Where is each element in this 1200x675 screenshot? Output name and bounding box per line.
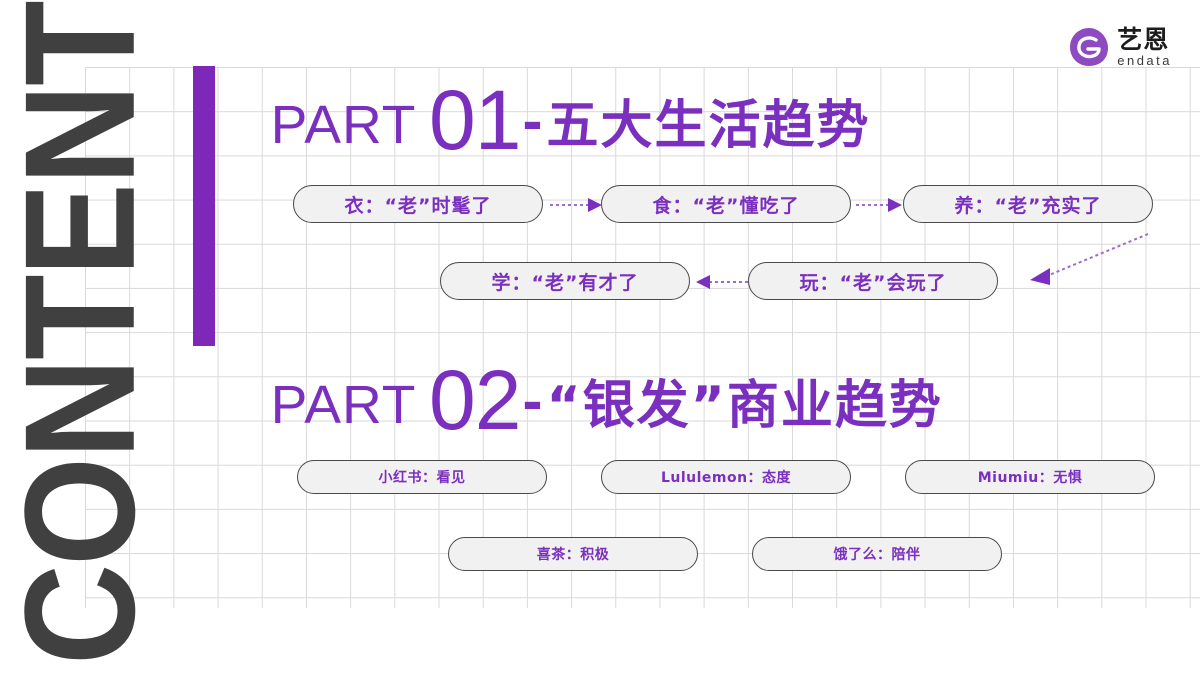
arrow-icon-clothing-to-food xyxy=(550,198,602,212)
trend-pill-play[interactable]: 玩：“老”会玩了 xyxy=(748,262,998,300)
side-title-content: CONTENT xyxy=(0,0,168,675)
logo-name-cn: 艺恩 xyxy=(1117,25,1170,54)
part-dash-1: - xyxy=(522,87,543,154)
section-heading-part-01: PART 01 - 五大生活趋势 xyxy=(270,72,871,162)
logo-name-en: endata xyxy=(1117,53,1172,68)
brand-pill-miumiu[interactable]: Miumiu：无惧 xyxy=(905,460,1155,494)
part-number-1: 01 xyxy=(429,73,521,167)
section-heading-part-02: PART 02 - “银发”商业趋势 xyxy=(270,352,943,442)
brand-pill-xiaohongshu[interactable]: 小红书：看见 xyxy=(297,460,547,494)
trend-pill-wellness[interactable]: 养：“老”充实了 xyxy=(903,185,1153,223)
arrow-icon-play-to-learning xyxy=(696,275,748,289)
part-title-1: 五大生活趋势 xyxy=(546,96,871,156)
trend-pill-learning[interactable]: 学：“老”有才了 xyxy=(440,262,690,300)
part-label-1: PART xyxy=(270,95,417,155)
endata-e-logo-icon xyxy=(1070,28,1109,66)
logo-text-block: 艺恩 endata xyxy=(1117,27,1172,67)
part-label-2: PART xyxy=(270,375,417,435)
arrow-icon-food-to-wellness xyxy=(856,198,902,212)
trend-pill-food[interactable]: 食：“老”懂吃了 xyxy=(601,185,851,223)
part-dash-2: - xyxy=(522,367,543,434)
brand-pill-heytea[interactable]: 喜茶：积极 xyxy=(448,537,698,571)
side-title-text: CONTENT xyxy=(0,2,168,665)
brand-pill-lululemon[interactable]: Lululemon：态度 xyxy=(601,460,851,494)
trend-pill-clothing[interactable]: 衣：“老”时髦了 xyxy=(293,185,543,223)
brand-pill-eleme[interactable]: 饿了么：陪伴 xyxy=(752,537,1002,571)
brand-logo: 艺恩 endata xyxy=(1068,26,1172,68)
accent-vertical-bar xyxy=(193,66,215,346)
arrow-icon-wellness-to-play-diagonal xyxy=(1030,233,1149,285)
part-number-2: 02 xyxy=(429,353,521,447)
part-title-2: “银发”商业趋势 xyxy=(546,376,943,436)
